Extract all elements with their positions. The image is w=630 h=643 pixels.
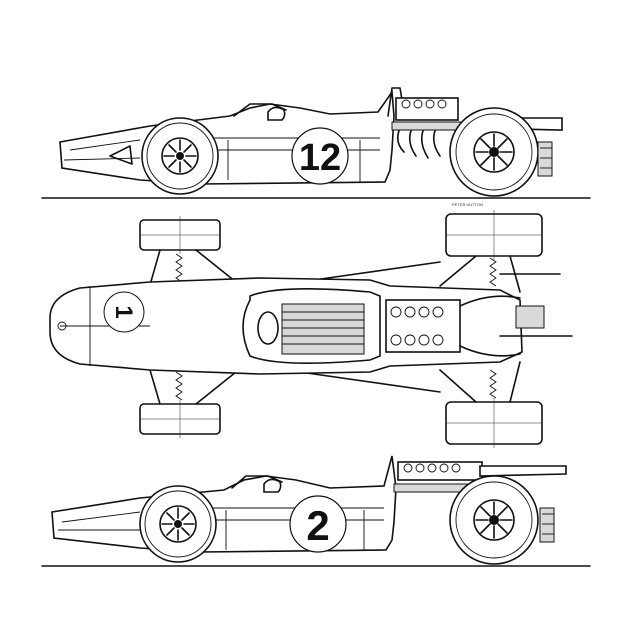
rear-right-wheel-plan: [445, 398, 543, 448]
artist-signature: PETER HUTTON: [452, 202, 483, 207]
race-number-top: 12: [299, 137, 341, 179]
driver-helmet-top: [267, 106, 286, 121]
nose-vent-top: [109, 145, 133, 165]
plan-view: 1: [49, 210, 573, 448]
rear-left-wheel-plan: [445, 210, 543, 260]
rear-wheel-bottom: [449, 475, 539, 565]
front-left-wheel-plan: [139, 216, 221, 254]
number-roundel-bottom: [289, 495, 347, 553]
number-roundel-top: [291, 127, 349, 185]
front-wheel-bottom: [139, 485, 217, 563]
driver-helmet-plan: [257, 311, 279, 345]
engine-plan: [385, 295, 521, 357]
front-wheel-top: [141, 117, 219, 195]
engine-top: [391, 97, 473, 159]
engine-bottom: [393, 461, 483, 493]
driver-helmet-bottom: [263, 478, 282, 493]
side-view-top: 12 PET: [41, 87, 591, 207]
body-shell-bottom: [51, 455, 397, 553]
number-roundel-plan: [103, 291, 145, 333]
rear-wing-bottom: [479, 465, 567, 477]
race-number-bottom: 2: [306, 502, 329, 549]
side-view-bottom: 2: [41, 455, 591, 567]
rear-wheel-top: [449, 107, 539, 197]
front-right-wheel-plan: [139, 400, 221, 438]
race-number-plan: 1: [110, 305, 137, 318]
